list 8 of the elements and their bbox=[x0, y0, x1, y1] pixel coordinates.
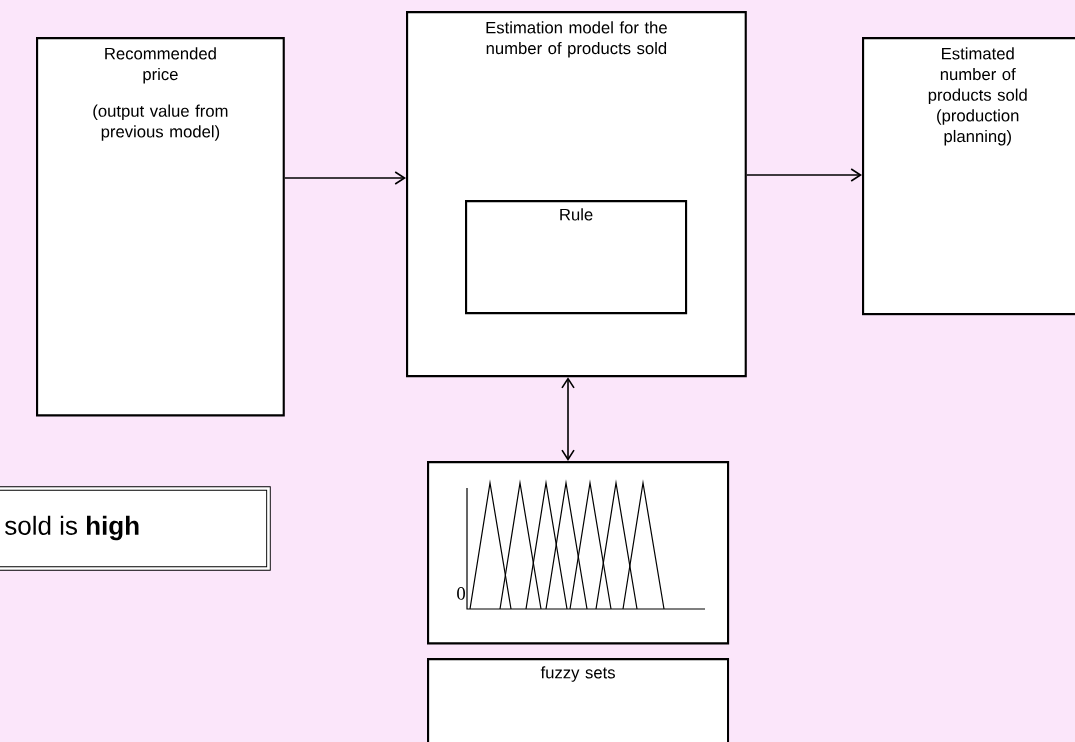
arrow bbox=[561, 377, 575, 461]
fuzzy-sets-box: fuzzy sets bbox=[427, 658, 730, 742]
arrow bbox=[746, 168, 862, 182]
output-box: Estimated number of products sold (production planning) bbox=[862, 37, 1075, 316]
arrow bbox=[284, 171, 406, 185]
statement-box: sold is high bbox=[0, 486, 271, 571]
chart-box: 0 bbox=[427, 461, 730, 645]
process-box: Recommended price (output value from previous model) bbox=[36, 37, 285, 417]
